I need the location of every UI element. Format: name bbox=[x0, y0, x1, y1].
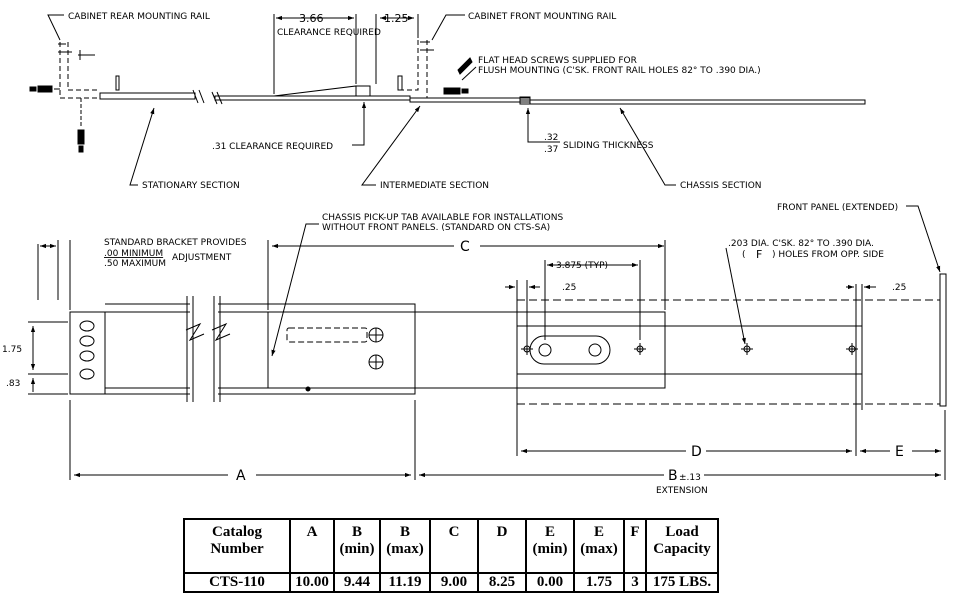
stationary-rail bbox=[99, 92, 196, 100]
cell-b-min: 9.44 bbox=[333, 572, 381, 593]
dim-e-label: E bbox=[895, 444, 904, 460]
intermediate-rail bbox=[409, 97, 531, 103]
b-tolerance-label: ±.13 bbox=[679, 473, 701, 483]
intermediate-section-label: INTERMEDIATE SECTION bbox=[380, 181, 489, 191]
sliding-bottom-label: .37 bbox=[544, 145, 558, 155]
col-c: C bbox=[429, 518, 479, 574]
screws-label-1: FLAT HEAD SCREWS SUPPLIED FOR bbox=[478, 56, 637, 66]
stationary-outline bbox=[105, 303, 190, 395]
dim-025-b-label: .25 bbox=[892, 283, 906, 293]
table-row: CTS-110 10.00 9.44 11.19 9.00 8.25 0.00 … bbox=[183, 572, 719, 593]
rear-rail-outline bbox=[59, 42, 100, 99]
bracket-max-label: .50 MAXIMUM bbox=[104, 259, 166, 269]
sliding-thickness-label: SLIDING THICKNESS bbox=[563, 141, 654, 151]
dim-b-label: B bbox=[668, 468, 678, 484]
cell-load: 175 LBS. bbox=[645, 572, 719, 593]
top-view-labels: CABINET REAR MOUNTING RAIL 3.66 CLEARANC… bbox=[68, 12, 762, 191]
bracket-screw-icon bbox=[79, 320, 95, 380]
mounting-bracket bbox=[69, 311, 106, 395]
front-panel bbox=[939, 273, 947, 407]
col-f: F bbox=[623, 518, 647, 574]
cell-e-min: 0.00 bbox=[525, 572, 575, 593]
hole-paren-label: ( bbox=[742, 250, 746, 260]
cell-catalog: CTS-110 bbox=[183, 572, 291, 593]
bracket-adjust-label: ADJUSTMENT bbox=[172, 253, 232, 263]
pickup-label-2: WITHOUT FRONT PANELS. (STANDARD ON CTS-S… bbox=[322, 223, 550, 233]
hole-label-2: ) HOLES FROM OPP. SIDE bbox=[772, 250, 884, 260]
clearance-031-label: .31 CLEARANCE REQUIRED bbox=[212, 142, 333, 152]
dim-125-label: 1.25 bbox=[384, 12, 409, 25]
dim-c-label: C bbox=[460, 239, 470, 255]
dim-083-label: .83 bbox=[6, 379, 20, 389]
hole-label-1: .203 DIA. C'SK. 82° TO .390 DIA. bbox=[728, 239, 874, 249]
col-b-min: B(min) bbox=[333, 518, 381, 574]
cell-f: 3 bbox=[623, 572, 647, 593]
side-view-labels: FRONT PANEL (EXTENDED) CHASSIS PICK-UP T… bbox=[2, 203, 906, 496]
dim-366-label: 3.66 bbox=[299, 12, 324, 25]
cell-a: 10.00 bbox=[289, 572, 335, 593]
extension-label: EXTENSION bbox=[656, 486, 708, 496]
col-b-max: B(max) bbox=[379, 518, 431, 574]
dim-175-label: 1.75 bbox=[2, 345, 22, 355]
cell-c: 9.00 bbox=[429, 572, 479, 593]
col-d: D bbox=[477, 518, 527, 574]
col-a: A bbox=[289, 518, 335, 574]
front-rail-outline bbox=[401, 40, 436, 99]
bracket-label-1: STANDARD BRACKET PROVIDES bbox=[104, 238, 247, 248]
dim-3875-label: 3.875 (TYP) bbox=[556, 261, 608, 271]
bracket-min-label: .00 MINIMUM bbox=[104, 249, 163, 259]
chassis-outline bbox=[516, 325, 863, 375]
hole-f-label: F bbox=[756, 248, 762, 261]
front-panel-label: FRONT PANEL (EXTENDED) bbox=[777, 203, 898, 213]
side-view bbox=[28, 205, 947, 480]
dim-a-label: A bbox=[236, 468, 246, 484]
cell-d: 8.25 bbox=[477, 572, 527, 593]
pickup-label-1: CHASSIS PICK-UP TAB AVAILABLE FOR INSTAL… bbox=[322, 213, 563, 223]
hole-marks bbox=[521, 343, 858, 355]
clearance-label: CLEARANCE REQUIRED bbox=[277, 28, 381, 38]
cell-e-max: 1.75 bbox=[573, 572, 625, 593]
dim-025-a-label: .25 bbox=[562, 283, 576, 293]
dim-d-label: D bbox=[691, 444, 702, 460]
stationary-section-label: STATIONARY SECTION bbox=[142, 181, 240, 191]
intermediate-outline bbox=[267, 311, 666, 389]
col-e-min: E(min) bbox=[525, 518, 575, 574]
sliding-top-label: .32 bbox=[544, 133, 558, 143]
rear-rail-label: CABINET REAR MOUNTING RAIL bbox=[68, 12, 210, 22]
screws-label-2: FLUSH MOUNTING (C'SK. FRONT RAIL HOLES 8… bbox=[478, 66, 761, 76]
col-e-max: E(max) bbox=[573, 518, 625, 574]
top-view bbox=[29, 14, 866, 186]
screw-icon bbox=[29, 57, 473, 153]
chassis-rail bbox=[519, 99, 866, 105]
cell-b-max: 11.19 bbox=[379, 572, 431, 593]
chassis-section-label: CHASSIS SECTION bbox=[680, 181, 762, 191]
front-rail-label: CABINET FRONT MOUNTING RAIL bbox=[468, 12, 616, 22]
